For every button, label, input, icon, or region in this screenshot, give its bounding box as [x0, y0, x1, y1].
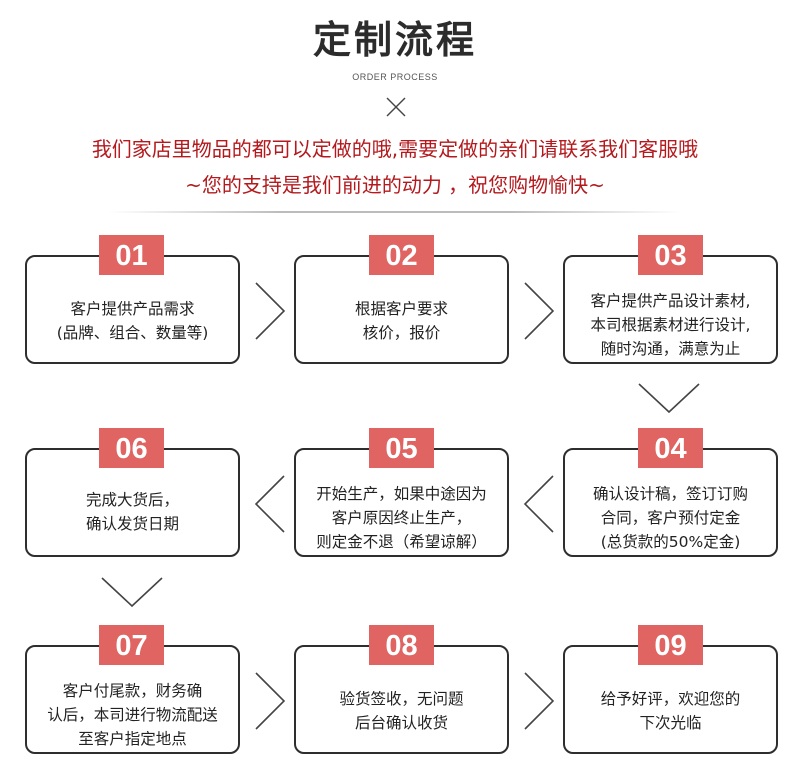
notice-line-2: ~您的支持是我们前进的动力 ，祝您购物愉快~ — [185, 173, 605, 197]
step-text: 客户提供产品设计素材, 本司根据素材进行设计, 随时沟通，满意为止 — [590, 292, 751, 358]
step-number-badge: 08 — [369, 625, 434, 665]
step-text: 验货签收，无问题 后台确认收货 — [339, 690, 464, 732]
chevron-right-icon — [255, 672, 286, 730]
step-text: 根据客户要求 核价，报价 — [354, 300, 448, 342]
divider — [108, 211, 682, 213]
step-number-badge: 02 — [369, 235, 434, 275]
notice-line-1: 我们家店里物品的都可以定做的哦,需要定做的亲们请联系我们客服哦 — [91, 137, 699, 161]
step-text: 给予好评，欢迎您的 下次光临 — [600, 690, 741, 732]
step-box-03: 客户提供产品设计素材, 本司根据素材进行设计, 随时沟通，满意为止 — [563, 255, 778, 364]
step-number-badge: 06 — [99, 428, 164, 468]
chevron-left-icon — [254, 475, 285, 533]
cross-icon — [386, 97, 406, 117]
step-number-badge: 07 — [99, 625, 164, 665]
step-number-badge: 04 — [638, 428, 703, 468]
chevron-down-icon — [638, 383, 700, 414]
step-text: 完成大货后， 确认发货日期 — [85, 491, 179, 533]
step-number-badge: 05 — [369, 428, 434, 468]
chevron-right-icon — [255, 282, 286, 340]
chevron-right-icon — [524, 672, 555, 730]
step-box-05: 开始生产，如果中途因为 客户原因终止生产， 则定金不退（希望谅解） — [294, 448, 509, 557]
step-number-badge: 03 — [638, 235, 703, 275]
step-text: 确认设计稿，签订订购 合同，客户预付定金 (总货款的50%定金) — [592, 485, 748, 551]
page-title: 定制流程 — [312, 18, 477, 62]
step-box-06: 完成大货后， 确认发货日期 — [25, 448, 240, 557]
step-text: 客户提供产品需求 (品牌、组合、数量等) — [56, 300, 209, 342]
step-text: 开始生产，如果中途因为 客户原因终止生产， 则定金不退（希望谅解） — [316, 485, 487, 551]
chevron-down-icon — [101, 577, 163, 608]
step-text: 客户付尾款，财务确 认后，本司进行物流配送 至客户指定地点 — [47, 682, 218, 748]
chevron-right-icon — [524, 282, 555, 340]
chevron-left-icon — [523, 475, 554, 533]
step-number-badge: 09 — [638, 625, 703, 665]
step-number-badge: 01 — [99, 235, 164, 275]
page-subtitle: ORDER PROCESS — [352, 72, 438, 82]
